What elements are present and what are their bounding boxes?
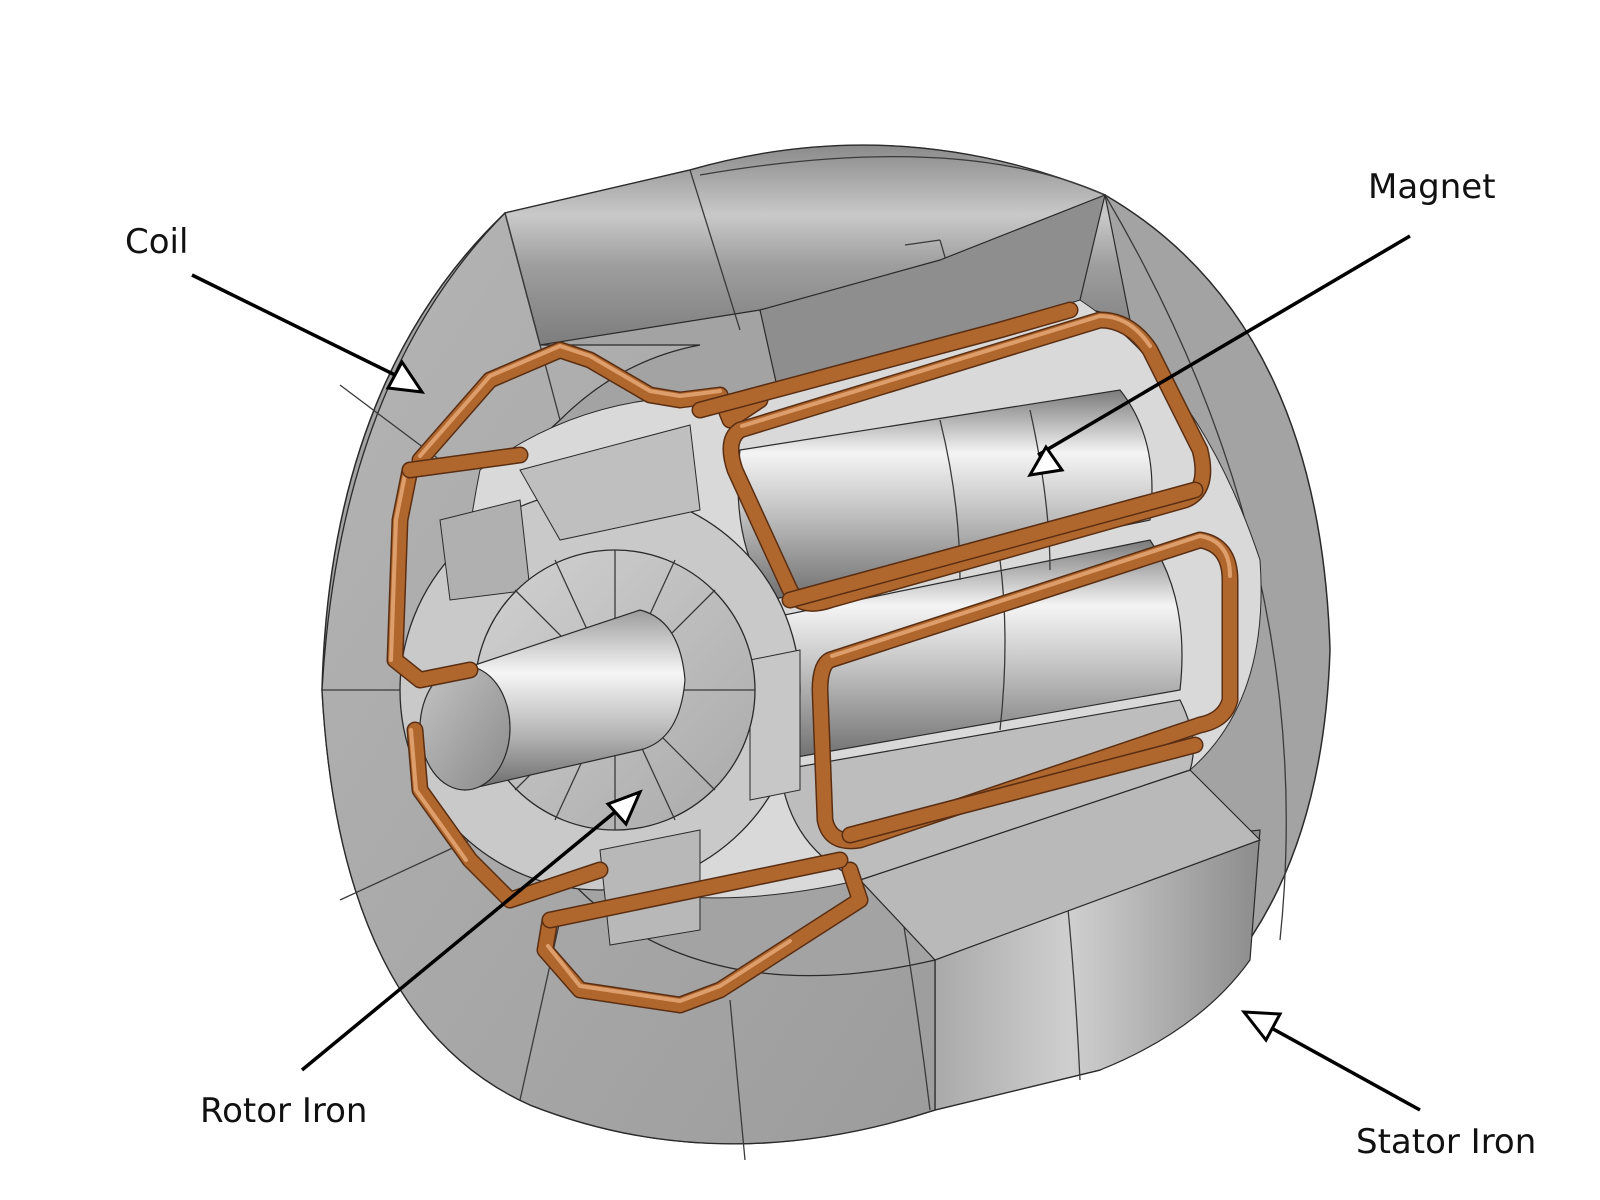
coil-arrowhead [385, 359, 426, 394]
label-rotor-iron: Rotor Iron [200, 1091, 367, 1131]
coil-left-vertical [388, 463, 477, 687]
coil-bottom [538, 863, 867, 1012]
stator-arrowhead [1240, 1010, 1283, 1043]
rotor-arrowhead [605, 789, 643, 827]
magnet-seam-line [999, 559, 1006, 731]
coil-windings [386, 301, 1239, 1014]
label-stator-iron-group: Stator Iron [1240, 1010, 1536, 1162]
stator-seam-line [904, 239, 941, 246]
stator-leader-line [1263, 1022, 1421, 1112]
label-stator-iron: Stator Iron [1356, 1122, 1536, 1162]
shaft-body [459, 609, 686, 791]
label-coil: Coil [125, 222, 188, 262]
stator-segment-line [504, 212, 561, 421]
stator-segment-line [339, 839, 471, 901]
stator-seam-line [699, 155, 1106, 196]
label-rotor-iron-group: Rotor Iron [200, 789, 643, 1131]
rotor-tooth-top [519, 424, 701, 541]
stator-segment-line [729, 999, 746, 1161]
magnet-seam-line [1029, 409, 1051, 571]
magnet-arrowhead [1027, 444, 1065, 477]
magnet-leader-line [1037, 234, 1411, 457]
coil-lower-left [408, 723, 607, 907]
coil-leader-line [191, 273, 396, 377]
label-coil-group: Coil [125, 222, 426, 394]
rotor-tooth-right [749, 649, 801, 801]
label-magnet: Magnet [1368, 167, 1496, 207]
rotor-leader-line [300, 810, 617, 1072]
label-magnet-group: Magnet [1027, 167, 1496, 477]
stator-segment-line [689, 169, 741, 331]
